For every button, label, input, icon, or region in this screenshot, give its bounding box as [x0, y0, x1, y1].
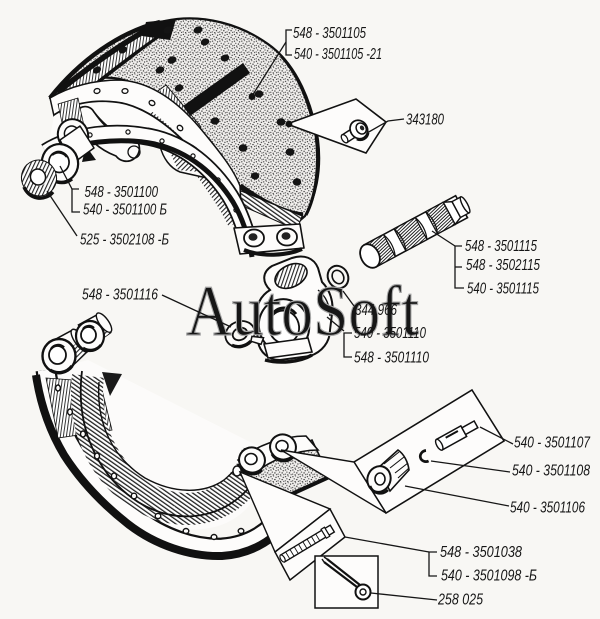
- svg-text:548 - 3502115: 548 - 3502115: [466, 257, 540, 274]
- svg-text:540 - 3501100 Б: 540 - 3501100 Б: [83, 202, 167, 219]
- svg-text:548 - 3501105: 548 - 3501105: [293, 25, 366, 42]
- svg-text:540 - 3501106: 540 - 3501106: [510, 500, 585, 517]
- svg-text:540 - 3501110: 540 - 3501110: [354, 325, 426, 342]
- svg-text:548 - 3501115: 548 - 3501115: [465, 238, 537, 255]
- svg-text:540 - 3501115: 540 - 3501115: [467, 281, 539, 298]
- svg-text:548 - 3501116: 548 - 3501116: [82, 287, 158, 304]
- svg-text:548 - 3501038: 548 - 3501038: [440, 544, 522, 561]
- svg-text:344 966: 344 966: [355, 302, 397, 319]
- svg-text:548 - 3501110: 548 - 3501110: [354, 350, 429, 367]
- svg-text:343180: 343180: [406, 112, 444, 129]
- svg-text:548 - 3501100: 548 - 3501100: [85, 184, 159, 201]
- svg-text:540 - 3501108: 540 - 3501108: [512, 463, 590, 480]
- svg-text:540 - 3501107: 540 - 3501107: [514, 435, 591, 452]
- svg-text:258 025: 258 025: [437, 592, 483, 609]
- svg-text:AutoSoft: AutoSoft: [186, 271, 419, 351]
- svg-text:540 - 3501105 -21: 540 - 3501105 -21: [294, 46, 382, 63]
- svg-text:525 - 3502108 -Б: 525 - 3502108 -Б: [80, 232, 169, 249]
- svg-text:540 - 3501098 -Б: 540 - 3501098 -Б: [441, 568, 537, 585]
